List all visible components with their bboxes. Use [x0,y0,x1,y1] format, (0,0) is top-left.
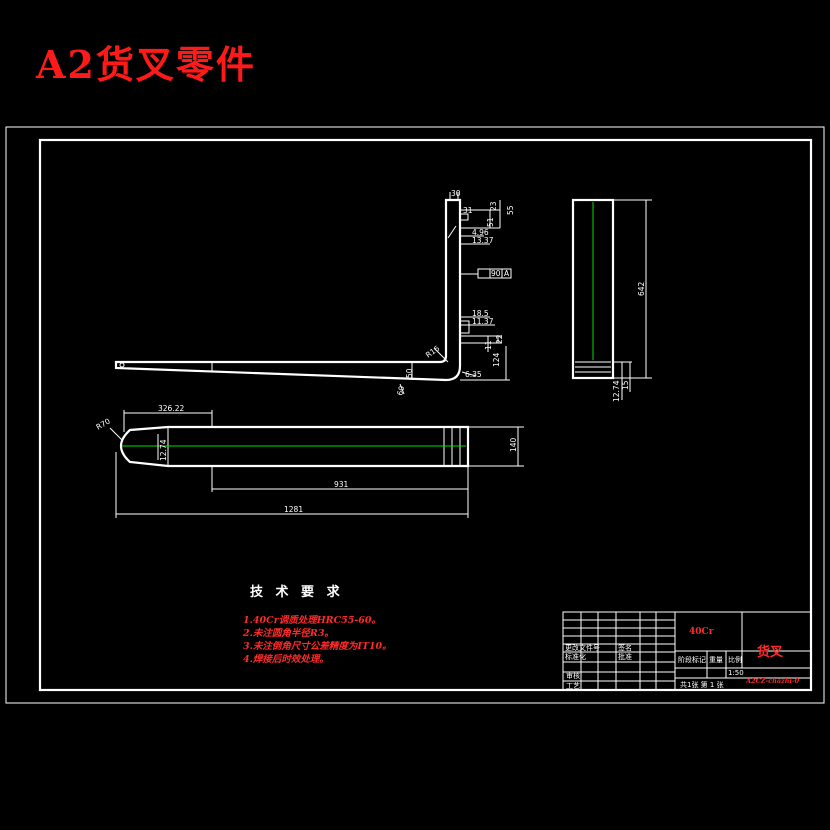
dim-12-74-side: 12.74 [612,380,621,402]
dim-931: 931 [334,480,349,489]
dim-top-30: 30 [451,189,461,198]
dim-12-74-plan: 12.74 [159,439,168,461]
dim-r70: R70 [95,416,112,431]
side-view [114,192,512,395]
dim-13-37: 13.37 [472,236,494,245]
tb-review: 审核 [566,671,580,680]
plan-view [109,410,524,518]
tb-scale-value: 1:50 [728,669,744,677]
dim-r16: R16 [424,344,441,360]
tolerance-datum: A [504,269,510,278]
page-title: A2货叉零件 [36,42,256,87]
dim-124: 124 [492,352,501,367]
dim-51: 51 [486,217,495,227]
dim-50: 50 [405,368,414,378]
dim-1281: 1281 [284,505,303,514]
dim-31: 31 [463,206,473,215]
tb-designer: 标准化 [565,652,586,661]
end-view [571,198,652,400]
drawing-frame [38,138,813,692]
tb-scale-label: 比例 [728,655,742,664]
tb-material: 40Cr [689,627,714,637]
dim-326-22: 326.22 [158,404,184,413]
tb-sign-date: 签名 [618,643,632,652]
dim-18-5: 18.5 [472,309,489,318]
tech-item-3: 3.未注倒角尺寸公差精度为IT10。 [243,640,392,652]
tech-item-1: 1.40Cr调质处理HRC55-60。 [243,614,381,626]
tb-stage-label: 阶段标记 [678,655,706,664]
dim-140: 140 [509,437,518,452]
dim-55: 55 [506,205,515,215]
tb-drawing-code: A2CZ-chazhi-0 [745,677,800,685]
dim-60: 60 [395,385,406,397]
tb-weight-label: 重量 [709,656,723,664]
dim-4-96: 4.96 [472,228,489,237]
tb-part-name: 货叉 [757,644,784,660]
dim-11-37: 11.37 [472,317,494,326]
dim-642: 642 [637,281,646,296]
tech-item-2: 2.未注圆角半径R3。 [242,627,334,639]
dim-23: 23 [489,201,498,211]
tb-file-no: 更改文件号 [565,643,600,652]
title-block [562,611,812,691]
dim-6-35: 6.35 [465,370,482,379]
fork-end-profile [571,198,615,380]
fork-plan-profile [119,425,470,468]
tech-heading: 技 术 要 求 [250,584,344,600]
tb-approve: 批准 [618,652,632,661]
tb-process: 工艺 [566,682,580,690]
fork-side-profile [114,198,462,382]
dim-11: 11 [484,340,493,350]
outer-sheet-border [5,126,825,704]
dim-15: 15 [621,380,630,390]
dim-22: 22 [495,334,504,344]
tolerance-value: 90 [491,269,501,278]
tb-sheet-info: 共1张 第 1 张 [680,680,724,689]
tech-item-4: 4.焊接后时效处理。 [243,653,329,665]
